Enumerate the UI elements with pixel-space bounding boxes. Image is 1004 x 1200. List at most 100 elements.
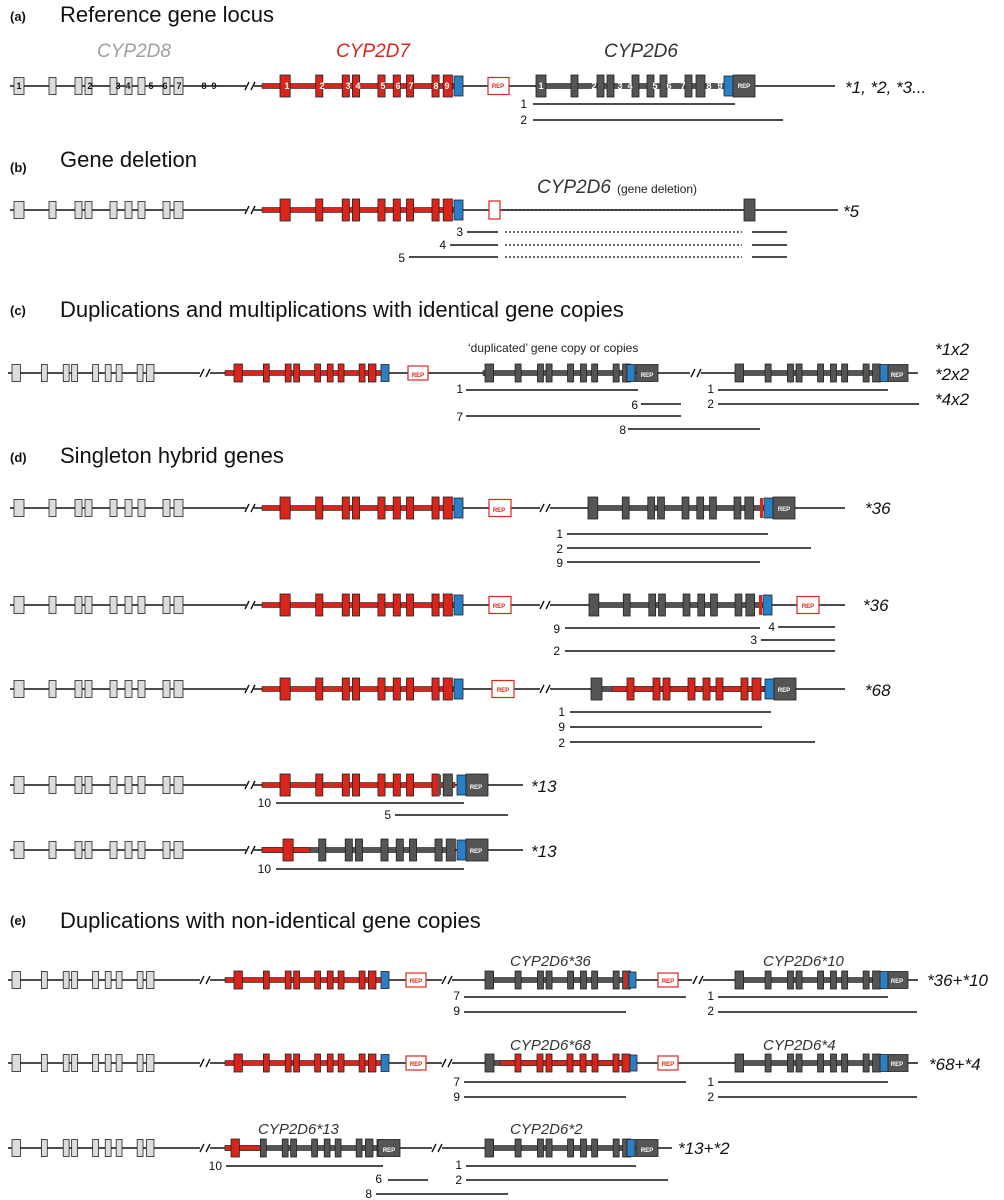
exon bbox=[734, 1053, 745, 1073]
exon bbox=[315, 677, 324, 701]
exon bbox=[380, 1054, 390, 1072]
exon bbox=[709, 496, 717, 520]
exon bbox=[787, 363, 794, 383]
exon bbox=[352, 74, 360, 98]
exon bbox=[344, 838, 353, 862]
exon bbox=[456, 774, 467, 796]
exon bbox=[173, 596, 184, 614]
exon bbox=[648, 593, 657, 617]
exon bbox=[795, 363, 803, 383]
exon bbox=[74, 776, 83, 794]
exon bbox=[173, 680, 184, 698]
exon bbox=[173, 77, 184, 95]
break-mark bbox=[696, 368, 702, 378]
read-number: 9 bbox=[553, 622, 560, 636]
exon bbox=[442, 593, 453, 617]
exon bbox=[13, 680, 25, 698]
exon bbox=[567, 1138, 574, 1158]
break-mark bbox=[441, 975, 447, 985]
exon bbox=[109, 776, 118, 794]
exon bbox=[314, 970, 321, 990]
exon bbox=[62, 1054, 70, 1072]
exon bbox=[352, 496, 360, 520]
break-mark bbox=[199, 1058, 205, 1068]
allele-label: *2x2 bbox=[935, 365, 970, 384]
allele-label: *1x2 bbox=[935, 340, 970, 359]
rep-box bbox=[491, 679, 515, 699]
exon bbox=[162, 680, 171, 698]
exon bbox=[13, 841, 25, 859]
exon bbox=[484, 363, 495, 383]
exon-number: 3 bbox=[345, 81, 350, 91]
exon bbox=[124, 841, 133, 859]
exon bbox=[380, 838, 389, 862]
break-mark bbox=[250, 684, 256, 694]
gene-label-cyp2d6: CYP2D6 bbox=[537, 177, 611, 198]
locus-artwork bbox=[8, 74, 919, 1195]
break-mark bbox=[545, 684, 551, 694]
read-number: 5 bbox=[384, 808, 391, 822]
exon bbox=[145, 1139, 155, 1157]
exon bbox=[293, 970, 300, 990]
intron-band bbox=[482, 370, 631, 376]
read-number: 1 bbox=[556, 527, 563, 541]
rep-box bbox=[465, 773, 489, 797]
exon bbox=[879, 971, 889, 989]
exon bbox=[723, 75, 734, 97]
exon bbox=[326, 1053, 334, 1073]
exon bbox=[355, 1138, 363, 1158]
break-mark bbox=[244, 205, 250, 215]
exon bbox=[262, 1053, 270, 1073]
exon-number: 4 bbox=[355, 81, 360, 91]
allele-label: *1, *2, *3... bbox=[845, 78, 926, 97]
exon bbox=[545, 970, 553, 990]
rep-label: REP bbox=[802, 604, 814, 610]
exon bbox=[696, 496, 705, 520]
exon-number: 9 bbox=[444, 81, 449, 91]
exon bbox=[453, 75, 464, 97]
exon bbox=[622, 593, 631, 617]
exon bbox=[841, 363, 849, 383]
hybrid-switch bbox=[438, 775, 441, 795]
rep-box bbox=[405, 1055, 427, 1071]
exon bbox=[537, 970, 544, 990]
read-number: 3 bbox=[750, 633, 757, 647]
exon bbox=[514, 970, 522, 990]
exon bbox=[352, 198, 360, 222]
exon bbox=[367, 1053, 377, 1073]
read-number: 9 bbox=[453, 1004, 460, 1018]
exon bbox=[377, 496, 386, 520]
exon bbox=[626, 1139, 636, 1157]
break-mark bbox=[250, 503, 256, 513]
exon bbox=[341, 677, 350, 701]
rep-box bbox=[887, 1054, 909, 1072]
rep-label: REP bbox=[641, 1148, 653, 1154]
gene-label: CYP2D6*36 bbox=[510, 953, 592, 970]
exon bbox=[406, 593, 415, 617]
exon bbox=[62, 1139, 70, 1157]
exon bbox=[124, 77, 133, 95]
exon bbox=[484, 1053, 495, 1073]
exon bbox=[13, 77, 25, 95]
rep-box bbox=[773, 677, 797, 701]
exon bbox=[406, 74, 415, 98]
exon bbox=[284, 363, 292, 383]
exon bbox=[537, 1138, 544, 1158]
exon bbox=[406, 496, 415, 520]
rep-label: REP bbox=[738, 84, 750, 90]
gene-name-cyp2d7: CYP2D7 bbox=[336, 41, 411, 62]
break-mark bbox=[250, 780, 256, 790]
exon bbox=[124, 499, 133, 517]
break-mark bbox=[545, 503, 551, 513]
exon bbox=[830, 1053, 837, 1073]
break-mark bbox=[205, 975, 211, 985]
intron-band bbox=[224, 370, 383, 376]
exon bbox=[41, 1139, 48, 1157]
exon bbox=[337, 1053, 345, 1073]
exon bbox=[862, 363, 870, 383]
exon bbox=[514, 363, 522, 383]
exon bbox=[514, 1053, 522, 1073]
exon bbox=[11, 364, 21, 382]
exon-number: 2 bbox=[87, 81, 92, 91]
exon-number: 4 bbox=[125, 81, 130, 91]
